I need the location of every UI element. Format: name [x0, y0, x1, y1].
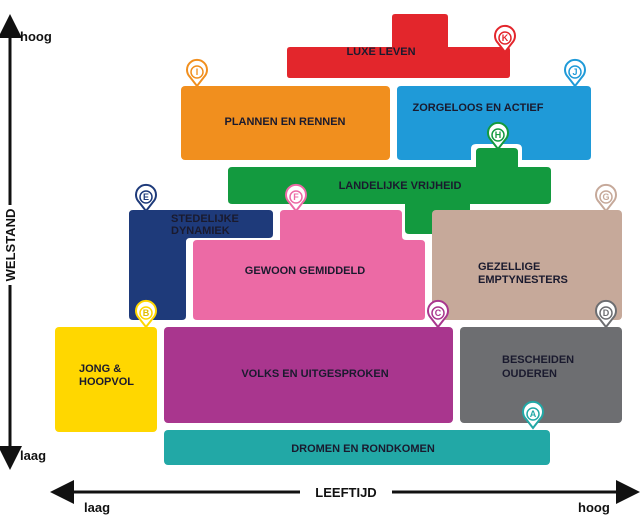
segment-plannen-en-rennen[interactable]: PLANNEN EN RENNEN [181, 86, 390, 160]
pin-d-icon: D [595, 299, 617, 329]
pin-i-icon: I [186, 58, 208, 88]
segment-luxe-leven[interactable]: LUXE LEVEN [287, 14, 510, 78]
segment-label: LUXE LEVEN [346, 46, 415, 58]
segment-label: LANDELIJKE VRIJHEID [339, 180, 462, 192]
svg-text:E: E [143, 192, 149, 202]
svg-text:I: I [196, 67, 199, 77]
pin-f-icon: F [285, 183, 307, 213]
svg-text:D: D [603, 308, 610, 318]
segment-label: DROMEN EN RONDKOMEN [291, 443, 435, 455]
segment-label-line-1: BESCHEIDEN [502, 354, 574, 366]
pin-a-icon: A [522, 400, 544, 430]
svg-text:C: C [435, 308, 442, 318]
segment-label: VOLKS EN UITGESPROKEN [241, 368, 388, 380]
segment-label: PLANNEN EN RENNEN [224, 116, 345, 128]
segment-label: ZORGELOOS EN ACTIEF [413, 102, 544, 114]
y-axis-high-label: hoog [20, 29, 52, 44]
segment-label-line-1: STEDELIJKE [171, 213, 239, 225]
segment-label-line-1: GEZELLIGE [478, 261, 540, 273]
segment-jong-en-hoopvol[interactable]: JONG & HOOPVOL [55, 327, 157, 432]
segment-gewoon-gemiddeld[interactable]: GEWOON GEMIDDELD [193, 210, 425, 320]
segment-gezellige-emptynesters[interactable]: GEZELLIGE EMPTYNESTERS [432, 210, 622, 320]
pin-c-icon: C [427, 299, 449, 329]
pin-g-icon: G [595, 183, 617, 213]
pin-b-icon: B [135, 299, 157, 329]
segment-label: GEWOON GEMIDDELD [245, 265, 365, 277]
pin-e-icon: E [135, 183, 157, 213]
svg-text:K: K [502, 33, 509, 43]
x-axis-high-label: hoog [578, 500, 610, 515]
svg-text:J: J [572, 67, 577, 77]
segment-bescheiden-ouderen[interactable]: BESCHEIDEN OUDEREN [460, 327, 622, 423]
segment-label-line-2: OUDEREN [502, 368, 557, 380]
segment-landelijke-vrijheid[interactable]: LANDELIJKE VRIJHEID [228, 148, 551, 234]
segment-label-line-2: DYNAMIEK [171, 225, 230, 237]
segment-label-line-2: EMPTYNESTERS [478, 274, 568, 286]
segment-dromen-en-rondkomen[interactable]: DROMEN EN RONDKOMEN [164, 430, 550, 465]
segment-label-line-2: HOOPVOL [79, 376, 134, 388]
svg-text:F: F [293, 192, 299, 202]
y-axis-title: WELSTAND [3, 209, 18, 282]
y-axis-low-label: laag [20, 448, 46, 463]
svg-text:B: B [143, 308, 150, 318]
x-axis-low-label: laag [84, 500, 110, 515]
svg-text:A: A [530, 409, 537, 419]
svg-text:H: H [495, 130, 502, 140]
pin-k-icon: K [494, 24, 516, 54]
segment-volks-en-uitgesproken[interactable]: VOLKS EN UITGESPROKEN [164, 327, 453, 423]
pin-j-icon: J [564, 58, 586, 88]
segment-label-line-1: JONG & [79, 363, 121, 375]
svg-text:G: G [602, 192, 609, 202]
x-axis-title: LEEFTIJD [315, 485, 376, 500]
pin-h-icon: H [487, 121, 509, 151]
segment-stedelijke-dynamiek[interactable]: STEDELIJKE DYNAMIEK [129, 210, 273, 320]
